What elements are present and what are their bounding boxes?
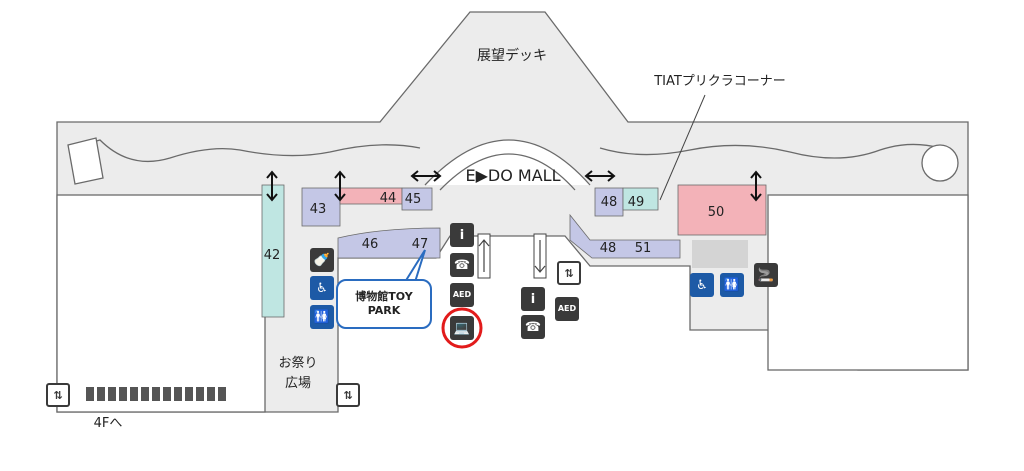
shop-49-area — [622, 187, 659, 211]
info-icon[interactable]: i — [450, 223, 474, 247]
shop-46-47-area — [337, 227, 441, 259]
walkway-end-right — [921, 144, 959, 182]
aed-icon-2[interactable]: AED — [555, 297, 579, 321]
right-wing — [767, 194, 969, 371]
tiat-leader-line — [659, 94, 706, 201]
shop-50[interactable]: 50 — [708, 205, 725, 220]
shop-43-area — [301, 187, 341, 227]
escalator-down-arrow — [534, 240, 546, 273]
pc-icon[interactable]: 💻 — [450, 316, 474, 340]
phone-icon[interactable]: ☎ — [450, 253, 474, 277]
restroom-icon[interactable]: 🚻 — [310, 305, 334, 329]
observation-deck-label: 展望デッキ — [477, 47, 547, 64]
arch-outer — [424, 139, 591, 186]
smoking-icon[interactable]: 🚬 — [754, 263, 778, 287]
elevator-icon-center[interactable]: ⇅ — [557, 261, 581, 285]
matsuri-label-2: 広場 — [285, 376, 311, 391]
passage-arrows — [266, 170, 762, 202]
elevator-icon-left[interactable]: ⇅ — [46, 383, 70, 407]
shop-51[interactable]: 51 — [635, 241, 652, 256]
shop-45-area — [401, 187, 433, 211]
shop-48a-area — [594, 187, 624, 217]
highlight-circle — [441, 307, 483, 349]
shop-46[interactable]: 46 — [362, 237, 379, 252]
left-wing — [56, 194, 266, 413]
shop-47[interactable]: 47 — [412, 237, 429, 252]
shop-45[interactable]: 45 — [405, 192, 422, 207]
phone-icon-2[interactable]: ☎ — [521, 315, 545, 339]
shop-42[interactable]: 42 — [264, 248, 281, 263]
shop-48-upper[interactable]: 48 — [601, 195, 618, 210]
escalator-up-arrow — [478, 239, 490, 272]
arch-inner — [439, 153, 576, 191]
stairs-to-4f — [86, 387, 226, 401]
bubble-pointer — [404, 249, 426, 283]
accessible-toilet-icon[interactable]: ♿ — [310, 276, 334, 300]
shop-43[interactable]: 43 — [310, 202, 327, 217]
shop-50-area — [677, 184, 767, 236]
service-area — [692, 240, 748, 268]
elevator-icon-plaza[interactable]: ⇅ — [336, 383, 360, 407]
to-4f-label: 4Fへ — [94, 416, 123, 431]
aed-icon[interactable]: AED — [450, 283, 474, 307]
tiat-purikura-label: TIATプリクラコーナー — [653, 74, 786, 89]
shop-48b-51-area — [569, 213, 681, 259]
shop-44[interactable]: 44 — [380, 191, 397, 206]
accessible-toilet-icon-2[interactable]: ♿ — [690, 273, 714, 297]
matsuri-label-1: お祭り — [278, 356, 317, 371]
restroom-icon-2[interactable]: 🚻 — [720, 273, 744, 297]
toy-park-line1: 博物館TOY — [355, 290, 413, 303]
toy-park-callout[interactable]: 博物館TOY PARK — [336, 279, 432, 329]
walkway-end-left — [67, 137, 104, 185]
edo-mall-label: E▶DO MALL — [466, 166, 561, 185]
nursery-icon[interactable]: 🍼 — [310, 248, 334, 272]
shop-49[interactable]: 49 — [628, 195, 645, 210]
walkway — [71, 139, 941, 162]
shop-48-lower[interactable]: 48 — [600, 241, 617, 256]
toy-park-line2: PARK — [367, 304, 401, 317]
info-icon-2[interactable]: i — [521, 287, 545, 311]
